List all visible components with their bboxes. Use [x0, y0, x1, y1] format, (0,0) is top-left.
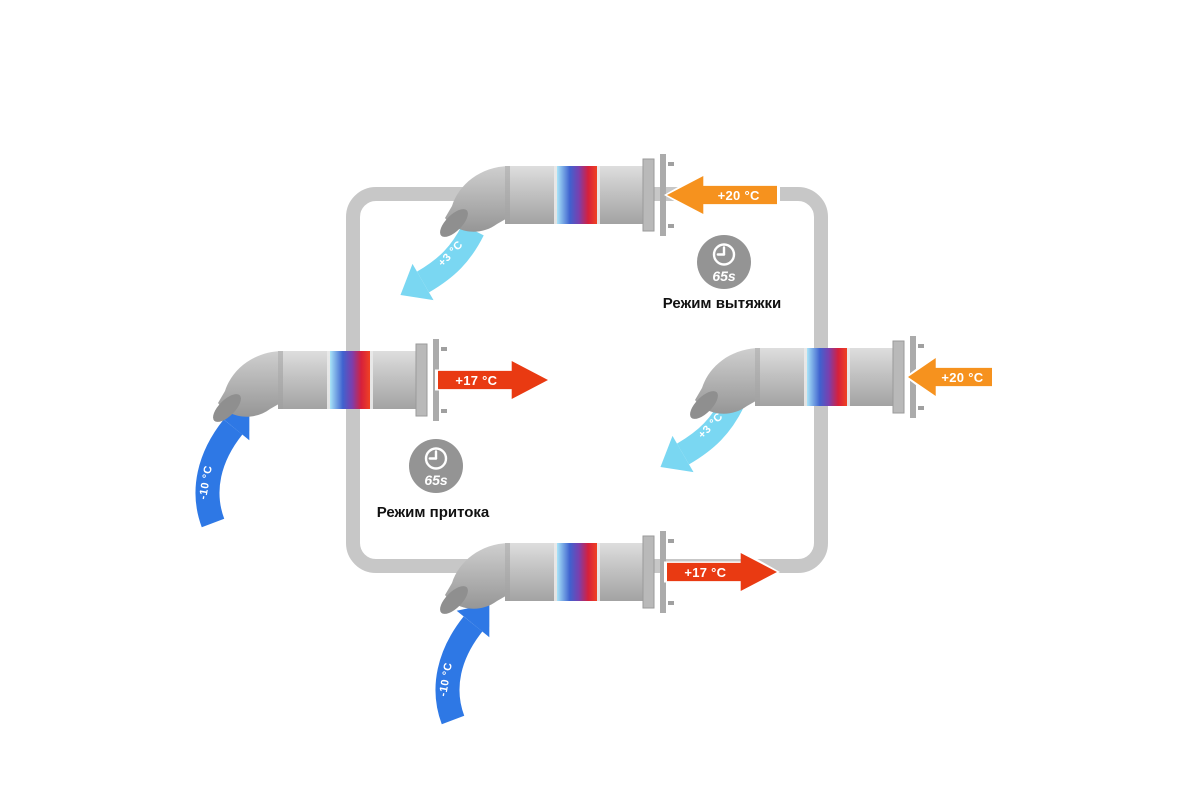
warm-outflow-arrow-bottom: +17 °C [664, 550, 780, 594]
warm-in-temp-right: +20 °C [941, 369, 984, 385]
clock-icon [712, 243, 736, 266]
timer-value-exhaust: 65s [712, 268, 736, 284]
timer-value-supply: 65s [424, 472, 448, 488]
warm-inflow-arrow-right: +20 °C [905, 355, 995, 399]
clock-icon [424, 447, 448, 470]
ventilator-unit-top [439, 153, 675, 242]
arrowhead-icon [456, 603, 490, 638]
timer-exhaust-mode: 65s [696, 234, 752, 290]
ventilator-unit-left [212, 338, 448, 427]
supply-inflow-arrow-bottom: -10 °C [435, 603, 490, 725]
warm-outflow-arrow-left: +17 °C [435, 358, 551, 402]
ventilator-unit-right [689, 335, 925, 424]
arrowhead-icon [660, 435, 694, 473]
exhaust-outflow-arrow-top: +3 °C [400, 224, 484, 301]
warm-in-temp-top: +20 °C [717, 187, 760, 203]
arrowhead-icon [400, 263, 434, 301]
supply-in-temp-bottom: -10 °C [437, 662, 455, 698]
warm-out-temp-bottom: +17 °C [684, 564, 727, 580]
ventilator-unit-bottom [439, 530, 675, 619]
supply-mode-label: Режим притока [376, 504, 490, 521]
warm-inflow-arrow-top: +20 °C [664, 173, 780, 217]
warm-out-temp-left: +17 °C [455, 372, 498, 388]
exhaust-mode-label: Режим вытяжки [662, 295, 782, 312]
supply-in-temp-left: -10 °C [197, 465, 215, 501]
timer-supply-mode: 65s [408, 438, 464, 494]
